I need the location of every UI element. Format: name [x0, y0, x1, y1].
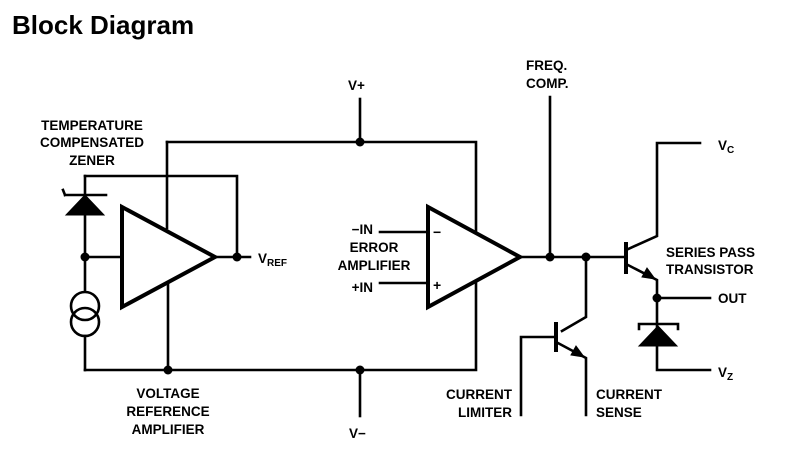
zener-diode-icon [637, 296, 712, 372]
temp-zener-label-3: ZENER [69, 153, 115, 168]
minus-in-label: −IN [352, 222, 373, 237]
current-sense-label-1: CURRENT [596, 387, 663, 402]
vref-amp-label-1: VOLTAGE [136, 386, 199, 401]
error-amp-label-2: AMPLIFIER [338, 258, 411, 273]
out-label: OUT [718, 291, 747, 306]
current-limiter-label-1: CURRENT [446, 387, 513, 402]
v-minus-rail [83, 281, 478, 418]
op-amp-icon [120, 203, 220, 311]
noninverting-sign: + [433, 277, 441, 293]
op-amp-icon [426, 203, 525, 311]
diagram-title: Block Diagram [12, 10, 194, 40]
zener-diode-icon [61, 188, 108, 216]
series-pass-label-1: SERIES PASS [666, 245, 755, 260]
freq-comp-label-2: COMP. [526, 76, 569, 91]
v-plus-label: V+ [348, 78, 365, 93]
plus-in-label: +IN [352, 280, 373, 295]
error-amp-label-1: ERROR [350, 240, 399, 255]
current-sense-label-2: SENSE [596, 405, 642, 420]
current-limiter-label-2: LIMITER [458, 405, 512, 420]
inverting-sign: − [433, 224, 441, 240]
vz-label: VZ [718, 365, 733, 383]
vref-amp-label-3: AMPLIFIER [132, 422, 205, 437]
vref-label: VREF [258, 251, 287, 269]
temperature-zener [61, 174, 239, 372]
series-pass-label-2: TRANSISTOR [666, 262, 754, 277]
npn-transistor-icon [624, 141, 702, 300]
freq-comp-label-1: FREQ. [526, 58, 567, 73]
vref-amp-label-2: REFERENCE [126, 404, 209, 419]
v-plus-rail [165, 97, 478, 234]
temp-zener-label-2: COMPENSATED [40, 135, 144, 150]
npn-transistor-icon [519, 255, 588, 417]
vc-label: VC [718, 138, 734, 156]
current-source-icon [69, 290, 101, 338]
temp-zener-label-1: TEMPERATURE [41, 118, 143, 133]
v-minus-label: V− [349, 426, 366, 441]
